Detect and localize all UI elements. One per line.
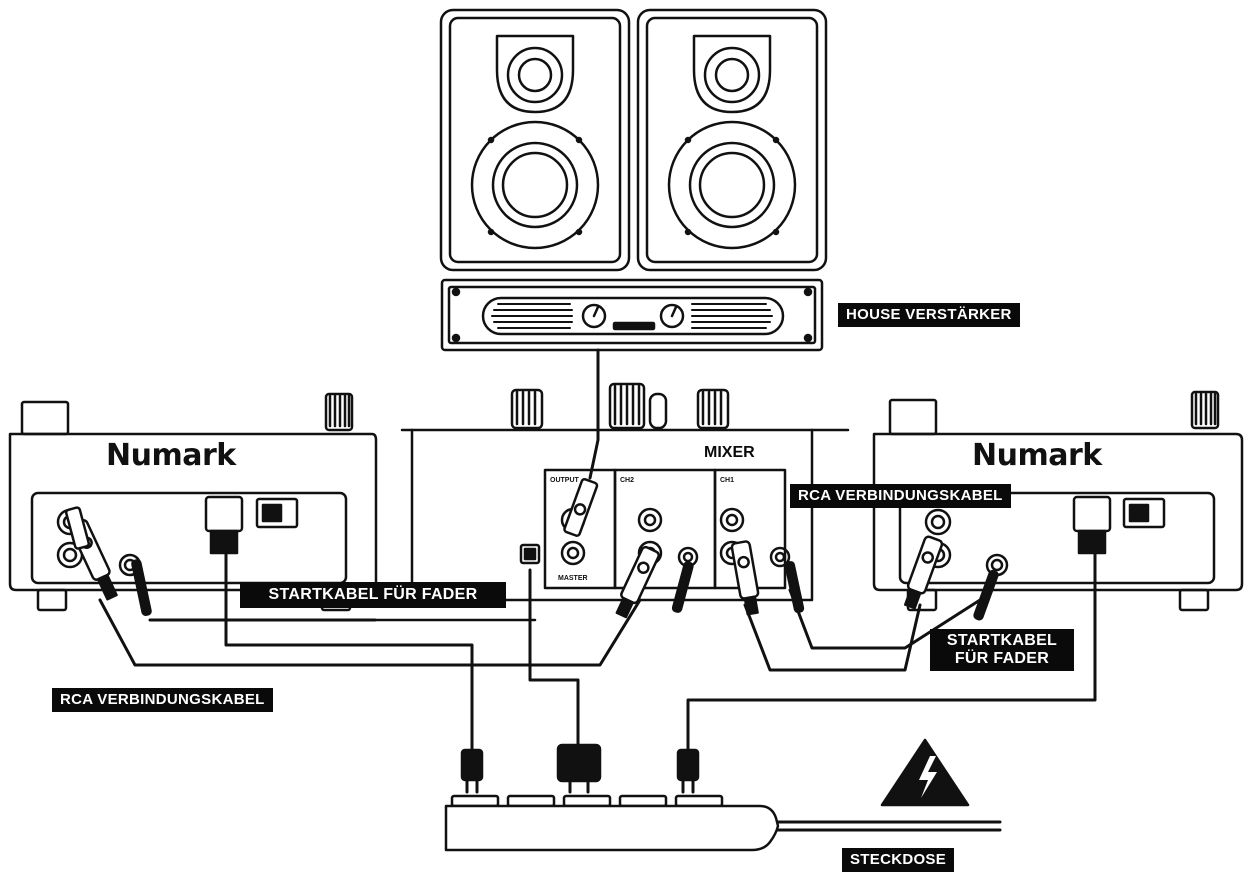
speaker-left-icon [439,8,631,272]
knob-icon [608,382,646,430]
plug-icon [460,748,484,794]
mixer-icon [400,382,850,602]
warning-lightning-icon [880,738,970,807]
fader-start-right-line2: FÜR FADER [954,650,1050,667]
knob-icon [510,388,544,430]
left-player-icon [8,392,378,612]
power-strip-icon [444,794,780,852]
mixer-ch2-label: CH2 [620,477,634,484]
left-player-brand: Numark [106,438,236,473]
right-player-icon [872,390,1244,612]
mixer-ch1-label: CH1 [720,477,734,484]
knob-icon [324,392,354,432]
rca-cable-right-callout: RCA VERBINDUNGSKABEL [790,484,1011,508]
adapter-plug-icon [556,743,602,794]
fader-start-right-callout: STARTKABEL FÜR FADER [930,629,1074,671]
amplifier-callout: HOUSE VERSTÄRKER [838,303,1020,327]
rca-cable-left-callout: RCA VERBINDUNGSKABEL [52,688,273,712]
amplifier-icon [440,278,824,352]
mixer-master-label: MASTER [558,575,588,582]
fader-start-left-callout: STARTKABEL FÜR FADER [240,582,506,608]
outlet-callout: STECKDOSE [842,848,955,872]
mixer-output-label: OUTPUT [550,477,580,484]
right-player-brand: Numark [972,438,1102,473]
speaker-right-icon [636,8,828,272]
knob-icon [1190,390,1220,430]
rca-plug-icon [64,478,999,621]
cables [98,348,1097,832]
plug-icon [676,748,700,794]
mixer-label: MIXER [704,444,755,461]
fader-start-right-line1: STARTKABEL [946,632,1058,649]
knob-icon [696,388,730,430]
